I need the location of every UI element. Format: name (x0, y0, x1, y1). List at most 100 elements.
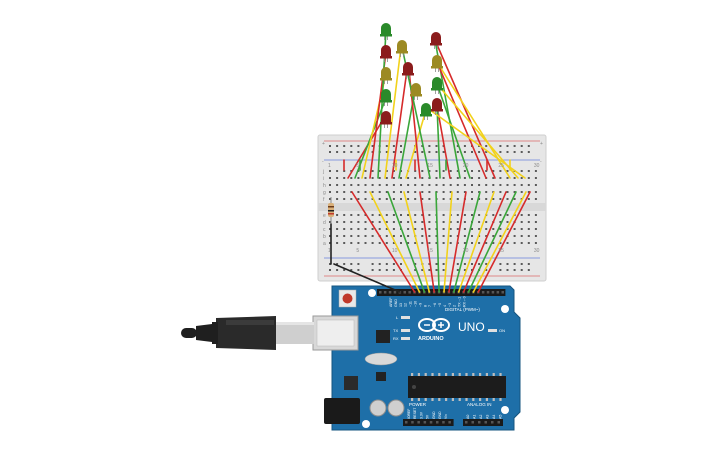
row-letter-label: a (323, 241, 326, 247)
column-number-label: 25 (498, 163, 504, 169)
led-wire[interactable] (391, 69, 408, 179)
led[interactable] (380, 89, 392, 106)
row-letter-label: h (323, 183, 326, 189)
digital-pin-label: ~3 (448, 303, 452, 307)
led[interactable] (420, 103, 432, 120)
arduino-wire[interactable] (472, 191, 527, 293)
arduino-logo: ARDUINO (418, 318, 450, 342)
led-wire[interactable] (436, 83, 471, 179)
arduino-wire[interactable] (435, 191, 440, 293)
row-letter-label: g (323, 190, 326, 196)
leds[interactable] (380, 23, 443, 128)
power-jack[interactable] (324, 398, 360, 424)
arduino-wire[interactable] (448, 191, 467, 293)
voltage-regulator (344, 376, 358, 390)
jumper-wires[interactable] (330, 29, 531, 293)
power-pin-header[interactable] (403, 419, 454, 426)
usb-port[interactable] (312, 315, 359, 351)
led[interactable] (380, 23, 392, 40)
led-wire[interactable] (429, 109, 526, 179)
arduino-wire[interactable] (462, 191, 507, 293)
led[interactable] (431, 55, 443, 72)
arduino-wire[interactable] (333, 263, 401, 293)
arduino-wire[interactable] (467, 191, 517, 293)
analog-pin-label: A4 (492, 415, 496, 419)
led[interactable] (402, 62, 414, 79)
analog-pin-header[interactable] (463, 419, 503, 426)
led[interactable] (396, 40, 408, 57)
arduino-wire[interactable] (443, 191, 453, 293)
arduino-wire[interactable] (387, 191, 426, 293)
led[interactable] (380, 67, 392, 84)
usb-chip (376, 330, 390, 343)
led[interactable] (380, 45, 392, 62)
reset-button[interactable] (338, 289, 357, 308)
row-letter-label: c (323, 227, 326, 233)
rail-minus-label-right: - (540, 159, 542, 165)
led-wire[interactable] (384, 46, 402, 179)
row-letter-label: f (323, 197, 325, 203)
brand-text: ARDUINO (418, 336, 444, 342)
led[interactable] (431, 98, 443, 115)
analog-pin-label: A2 (479, 415, 483, 419)
power-pin-label: Vin (444, 414, 448, 419)
column-number-label: 15 (427, 248, 433, 254)
arduino-wire[interactable] (403, 191, 431, 293)
led-label-l: L (396, 315, 399, 320)
led[interactable] (410, 83, 422, 100)
led-wire[interactable] (436, 105, 451, 179)
column-number-label: 5 (356, 163, 359, 169)
led-wire[interactable] (434, 39, 496, 179)
capacitor (387, 399, 405, 417)
arduino-uno-board[interactable]: L TX RX ON ARDUINO UNO DIGITAL (PWM~) PO… (312, 285, 521, 431)
digital-pin-label: 2 (453, 305, 457, 307)
digital-pin-label: 8 (423, 305, 427, 307)
digital-pin-label: 12 (404, 303, 408, 307)
digital-pin-label: ~5 (438, 303, 442, 307)
usb-cable[interactable] (181, 316, 314, 350)
digital-pin-label: ~6 (433, 303, 437, 307)
led[interactable] (431, 77, 443, 94)
led-label-on: ON (499, 328, 505, 333)
onboard-leds: L TX RX ON (393, 315, 505, 341)
arduino-wire[interactable] (452, 191, 481, 293)
led[interactable] (430, 32, 442, 49)
resistor[interactable] (328, 197, 334, 224)
arduino-wire[interactable] (477, 191, 531, 293)
digital-pin-label: 7 (428, 305, 432, 307)
column-number-label: 30 (534, 248, 540, 254)
digital-pin-label: 4 (443, 305, 447, 307)
led-wire[interactable] (436, 83, 519, 179)
digital-pin-label: ~9 (418, 303, 422, 307)
power-header-label: POWER (409, 402, 427, 407)
analog-pin-label: A5 (499, 415, 503, 419)
arduino-wire[interactable] (351, 191, 416, 293)
model-text: UNO (458, 320, 485, 334)
led-wire[interactable] (436, 105, 441, 179)
power-pin-label: GND (432, 411, 436, 419)
digital-header-label: DIGITAL (PWM~) (445, 307, 480, 312)
row-letter-label: i (323, 176, 324, 182)
mounting-hole (501, 406, 509, 414)
led[interactable] (380, 111, 392, 128)
row-letter-label: d (323, 220, 326, 226)
mounting-hole (368, 289, 376, 297)
breadboard-holes (329, 145, 537, 271)
power-pin-label: IOREF (407, 409, 411, 419)
column-number-label: 15 (427, 163, 433, 169)
arduino-wire[interactable] (369, 191, 421, 293)
arduino-wire[interactable] (419, 191, 436, 293)
column-number-label: 1 (328, 163, 331, 169)
power-pin-label: 3.3V (419, 411, 423, 419)
capacitor (369, 399, 387, 417)
led-wire[interactable] (436, 61, 487, 179)
arduino-wire[interactable] (457, 191, 495, 293)
analog-header-label: ANALOG IN (467, 402, 492, 407)
row-letter-label: j (322, 169, 324, 175)
breadboard[interactable]: + - + - (317, 134, 547, 282)
row-letter-label: b (323, 234, 326, 240)
power-pin-label: 5V (426, 414, 430, 419)
digital-pin-label: 13 (399, 303, 403, 307)
column-number-label: 1 (328, 248, 331, 254)
